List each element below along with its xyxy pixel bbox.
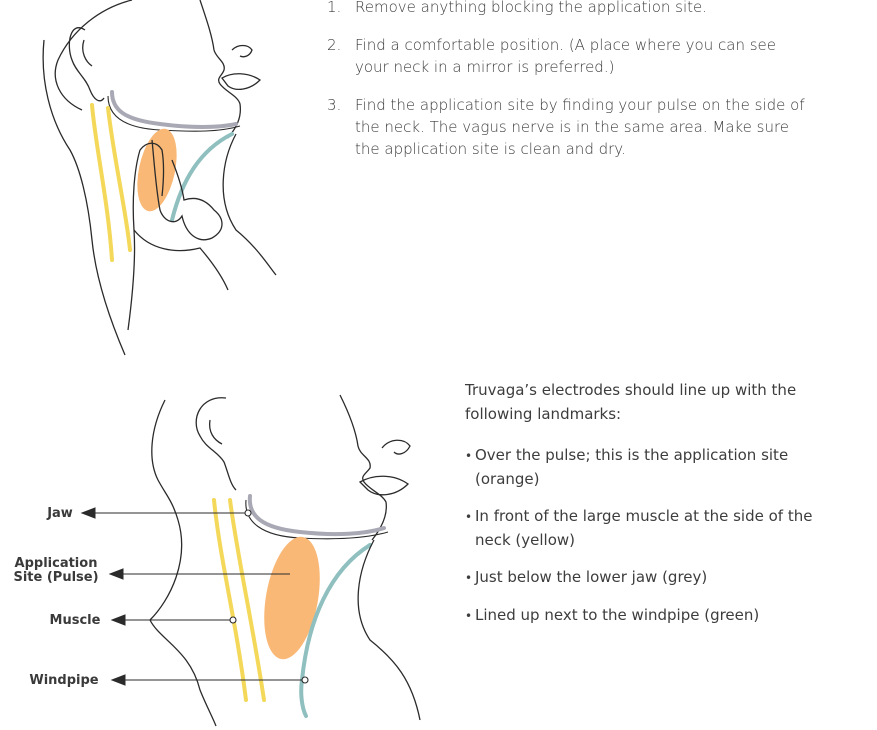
step-text: Find the application site by finding you…: [355, 96, 805, 158]
label-application-site-line2: Site (Pulse): [4, 571, 108, 585]
back-of-neck: [43, 40, 125, 355]
lips: [222, 74, 260, 90]
step-1: 1.Remove anything blocking the applicati…: [327, 0, 807, 18]
application-site-pointer: [110, 569, 290, 579]
jaw-line-grey-2: [250, 496, 384, 534]
muscle-yellow-2: [108, 108, 130, 250]
jaw-pointer: [82, 508, 251, 518]
back-of-neck-2: [150, 520, 216, 726]
bullet-dot: •: [465, 506, 475, 529]
neck-front: [223, 134, 276, 275]
label-jaw: Jaw: [40, 507, 80, 521]
label-muscle: Muscle: [44, 614, 106, 628]
bullet-dot: •: [465, 445, 475, 468]
step-3: 3.Find the application site by finding y…: [327, 94, 807, 160]
step-text: Find a comfortable position. (A place wh…: [355, 36, 776, 76]
landmark-item: •Over the pulse; this is the application…: [465, 444, 835, 491]
ear-outline-2: [196, 398, 236, 490]
step-number: 1.: [327, 0, 355, 18]
application-site-orange-2: [256, 532, 329, 663]
application-steps: 1.Remove anything blocking the applicati…: [327, 0, 807, 176]
step-number: 2.: [327, 34, 355, 56]
nose-hint-2: [382, 440, 410, 454]
muscle-yellow-3: [214, 500, 246, 700]
muscle-yellow-4: [230, 500, 264, 700]
landmark-item: •In front of the large muscle at the sid…: [465, 505, 835, 552]
ear-outline: [69, 28, 104, 101]
nose-hint: [232, 46, 252, 57]
face-profile-2: [340, 395, 386, 540]
head-outline-2: [152, 400, 178, 520]
label-windpipe: Windpipe: [20, 674, 108, 688]
bullet-dot: •: [465, 605, 475, 628]
label-application-site: Application Site (Pulse): [4, 557, 108, 585]
jaw-line-grey: [112, 92, 236, 127]
figure-landmarks: [82, 395, 420, 726]
landmark-item: •Just below the lower jaw (grey): [465, 566, 835, 590]
figure-finding-pulse: [43, 0, 276, 355]
landmarks-list: •Over the pulse; this is the application…: [465, 444, 835, 642]
bullet-dot: •: [465, 567, 475, 590]
step-2: 2.Find a comfortable position. (A place …: [327, 34, 807, 78]
face-profile: [200, 0, 240, 138]
landmark-item: •Lined up next to the windpipe (green): [465, 604, 835, 628]
step-text: Remove anything blocking the application…: [355, 0, 707, 16]
head-outline: [55, 0, 132, 110]
step-number: 3.: [327, 94, 355, 116]
hand-palm: [134, 230, 228, 290]
landmarks-intro: Truvaga’s electrodes should line up with…: [465, 378, 835, 426]
windpipe-pointer: [112, 675, 308, 685]
label-application-site-line1: Application: [4, 557, 108, 571]
muscle-pointer: [112, 615, 236, 625]
neck-front-2: [358, 540, 420, 720]
